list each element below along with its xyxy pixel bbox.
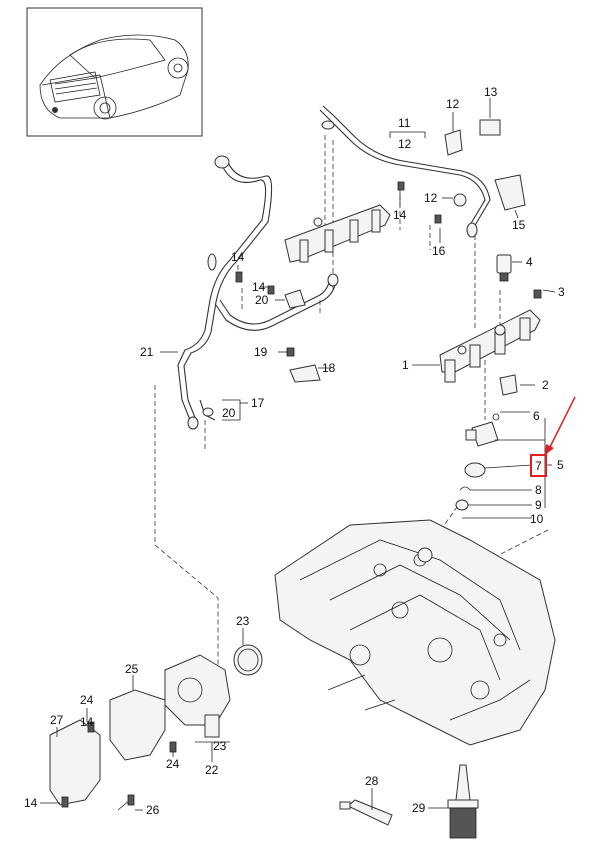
callout-29: 29 <box>412 801 426 815</box>
callout-19: 19 <box>254 345 268 359</box>
callout-12b: 12 <box>446 97 460 111</box>
callout-15: 15 <box>512 218 526 232</box>
callout-25: 25 <box>125 662 139 676</box>
callout-21: 21 <box>140 345 154 359</box>
callout-11: 11 <box>398 116 411 130</box>
callout-14c: 14 <box>252 280 266 294</box>
callout-labels: 1 2 3 4 5 6 7 8 9 10 11 12 12 12 13 14 1… <box>24 85 565 817</box>
callout-28: 28 <box>365 774 379 788</box>
car-thumbnail <box>26 7 203 137</box>
sealant-tube <box>339 799 393 826</box>
callout-14d: 14 <box>80 715 94 729</box>
highlight-annotation <box>530 396 576 477</box>
callout-23b: 23 <box>213 739 227 753</box>
callout-8: 8 <box>535 483 542 497</box>
engine-block <box>274 519 556 746</box>
callout-9: 9 <box>535 498 542 512</box>
callout-14e: 14 <box>24 796 38 810</box>
fuel-rail-right <box>439 309 541 383</box>
callout-20a: 20 <box>255 293 269 307</box>
callout-5: 5 <box>557 458 564 472</box>
callout-18: 18 <box>322 361 336 375</box>
callout-23a: 23 <box>236 614 250 628</box>
callout-leaders <box>40 98 556 811</box>
fuel-line-left <box>177 155 339 430</box>
callout-20b: 20 <box>222 406 236 420</box>
callout-4: 4 <box>526 255 533 269</box>
callout-14a: 14 <box>393 208 407 222</box>
fuel-rail-left <box>284 204 391 263</box>
callout-27: 27 <box>50 713 64 727</box>
callout-22: 22 <box>205 763 219 777</box>
callout-7: 7 <box>535 459 542 473</box>
callout-12a: 12 <box>398 137 412 151</box>
callout-2: 2 <box>542 378 549 392</box>
callout-14b: 14 <box>231 250 245 264</box>
injector-assembly <box>455 413 500 511</box>
pressure-sensor <box>496 254 512 282</box>
callout-3: 3 <box>558 285 565 299</box>
callout-12c: 12 <box>424 191 438 205</box>
fuel-line-upper <box>319 105 491 238</box>
callout-6: 6 <box>533 409 540 423</box>
brackets-lower <box>49 689 177 811</box>
adhesive-bottle <box>447 764 479 839</box>
callout-26: 26 <box>146 803 160 817</box>
callout-24b: 24 <box>166 757 180 771</box>
callout-1: 1 <box>402 358 409 372</box>
callout-24a: 24 <box>80 693 94 707</box>
callout-13: 13 <box>484 85 498 99</box>
callout-17: 17 <box>251 396 265 410</box>
thermostat-housing <box>164 644 263 738</box>
highlight-box <box>530 454 547 477</box>
callout-10: 10 <box>530 512 544 526</box>
callout-16: 16 <box>432 244 446 258</box>
